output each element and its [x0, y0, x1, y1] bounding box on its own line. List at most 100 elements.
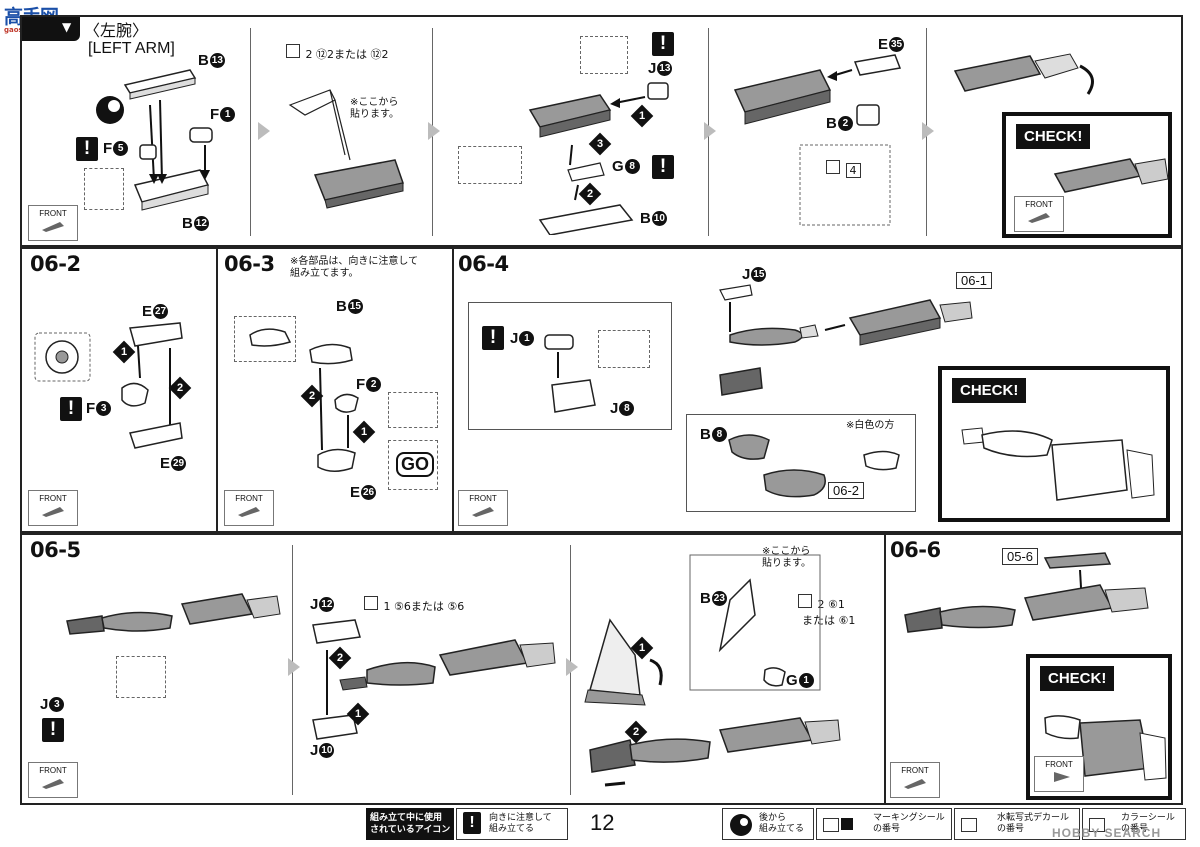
ref-step-05-6: 05-6: [1002, 548, 1039, 565]
front-arrow-icon: [238, 507, 260, 517]
detail-inset: [84, 168, 124, 210]
row-1-frame: [20, 15, 1183, 247]
divider: [250, 28, 251, 236]
step-number-1: 1: [630, 104, 654, 128]
front-indicator: FRONT: [28, 762, 78, 798]
front-indicator: FRONT: [28, 490, 78, 526]
footer-cell-marking: マーキングシール の番号: [816, 808, 952, 840]
completed-arm-front-drawing: [1044, 715, 1167, 781]
front-indicator: FRONT: [890, 762, 940, 798]
seal-icon: [286, 44, 300, 58]
warning-icon: !: [60, 397, 82, 421]
front-indicator: FRONT: [458, 490, 508, 526]
front-arrow-icon: [472, 507, 494, 517]
marking-seal-icon: [823, 818, 839, 832]
step-06-1-tab-arrow-icon: ▼: [62, 20, 72, 34]
check-box: CHECK!: [938, 366, 1170, 522]
detail-inset: [116, 656, 166, 698]
warning-icon: !: [76, 137, 98, 161]
check-box: CHECK! FRONT: [1002, 112, 1172, 238]
front-arrow-icon: [904, 779, 926, 789]
detail-inset: [598, 330, 650, 368]
step-number-1: 1: [352, 420, 376, 444]
shoulder-armor-drawing: [312, 619, 556, 740]
ref-step-06-2: 06-2: [828, 482, 865, 499]
transfer-text: 水転写式デカール の番号: [997, 813, 1070, 834]
step-06-4-title: 06-4: [458, 252, 509, 276]
next-step-arrow: [922, 122, 934, 140]
decal-instruction: 1 ⑤6または ⑤6: [364, 596, 464, 614]
shield-part-drawing: [584, 554, 841, 787]
g-mark-icon: GO: [396, 452, 435, 477]
white-side-note: ※白色の方: [846, 420, 895, 431]
step-number-2: 2: [328, 646, 352, 670]
hand-insert-drawing: [953, 53, 1094, 95]
warning-icon: !: [652, 155, 674, 179]
color-seal-icon: [1089, 818, 1105, 832]
step-06-3-title: 06-3: [224, 252, 275, 276]
front-arrow-icon: [42, 222, 64, 232]
decal-instruction: 2 ⑥1: [798, 594, 845, 611]
front-arrow-icon: [1028, 213, 1050, 223]
marking-text: マーキングシール の番号: [873, 813, 945, 834]
seal-icon: [798, 594, 812, 608]
elbow-joint-drawing: [249, 328, 359, 472]
step-06-1-tab: [22, 17, 80, 41]
upper-arm-assembly-drawing: [96, 69, 213, 211]
step-number-2: 2: [300, 384, 324, 408]
step-06-2-title: 06-2: [30, 252, 81, 276]
step-number-1: 1: [112, 340, 136, 364]
next-step-arrow: [258, 122, 270, 140]
decal-instruction-alt: または ⑥1: [802, 614, 856, 627]
full-arm-drawing: [66, 593, 281, 635]
step-06-6-title: 06-6: [890, 538, 941, 562]
watermark: HOBBY SEARCH: [1052, 826, 1162, 840]
warning-icon: !: [652, 32, 674, 56]
step-number-2: 2: [624, 720, 648, 744]
apply-note: ※ここから 貼ります。: [762, 546, 811, 569]
front-indicator: FRONT: [28, 205, 78, 241]
next-step-arrow: [704, 122, 716, 140]
divider: [884, 534, 886, 804]
front-arrow-icon: [1054, 772, 1070, 782]
divider: [452, 248, 454, 532]
next-step-arrow: [288, 658, 300, 676]
completed-arm-side-drawing: [961, 427, 1155, 501]
check-label: CHECK!: [1016, 124, 1091, 149]
check-label: CHECK!: [952, 378, 1027, 403]
decal-application-drawing: [288, 89, 404, 209]
warning-icon: !: [463, 812, 481, 834]
footer-cell-orient: ! 向きに注意して 組み立てる: [456, 808, 568, 840]
left-arm-title-en: [LEFT ARM]: [88, 40, 175, 57]
front-arrow-icon: [42, 507, 64, 517]
step-number-2: 2: [578, 182, 602, 206]
step-06-5-title: 06-5: [30, 538, 81, 562]
row-2-frame: [20, 247, 1183, 533]
marking-number-icon: [841, 818, 853, 830]
front-indicator: FRONT: [1014, 196, 1064, 232]
elbow-cap-drawing: [728, 434, 900, 498]
seal-icon: [364, 596, 378, 610]
footer-cell-after: 後から 組み立てる: [722, 808, 814, 840]
elbow-assembly-drawing: [34, 322, 183, 449]
